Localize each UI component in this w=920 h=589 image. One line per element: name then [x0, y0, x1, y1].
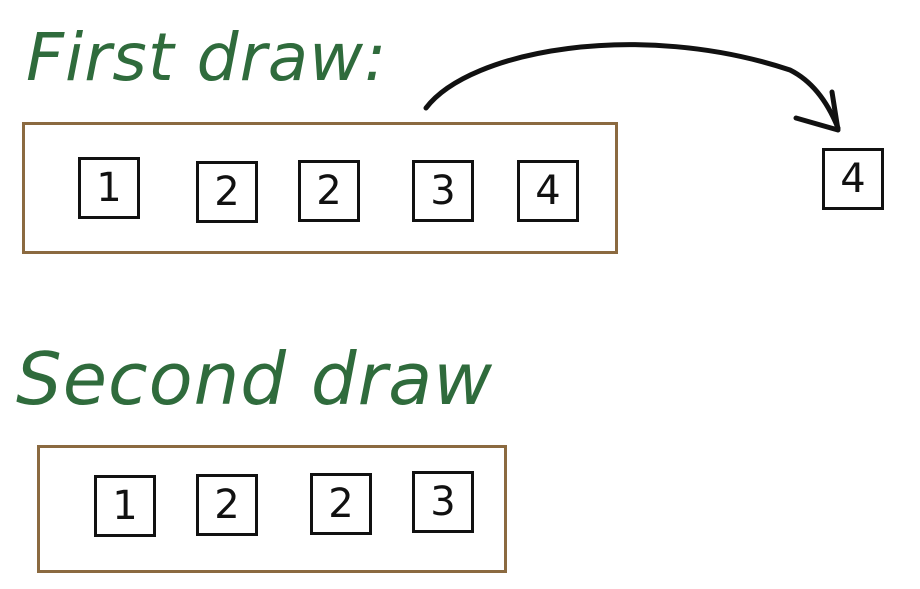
- second-draw-heading: Second draw: [16, 337, 494, 421]
- second-draw-card-3: 2: [310, 473, 372, 535]
- second-draw-card-1: 1: [94, 475, 156, 537]
- drawn-card: 4: [822, 148, 884, 210]
- first-draw-card-2: 2: [196, 161, 258, 223]
- first-draw-card-1: 1: [78, 157, 140, 219]
- first-draw-card-5: 4: [517, 160, 579, 222]
- first-draw-card-4: 3: [412, 160, 474, 222]
- first-draw-card-3: 2: [298, 160, 360, 222]
- second-draw-tray: [37, 445, 507, 573]
- second-draw-card-4: 3: [412, 471, 474, 533]
- first-draw-tray: [22, 122, 618, 254]
- first-draw-heading: First draw:: [26, 19, 388, 96]
- second-draw-card-2: 2: [196, 474, 258, 536]
